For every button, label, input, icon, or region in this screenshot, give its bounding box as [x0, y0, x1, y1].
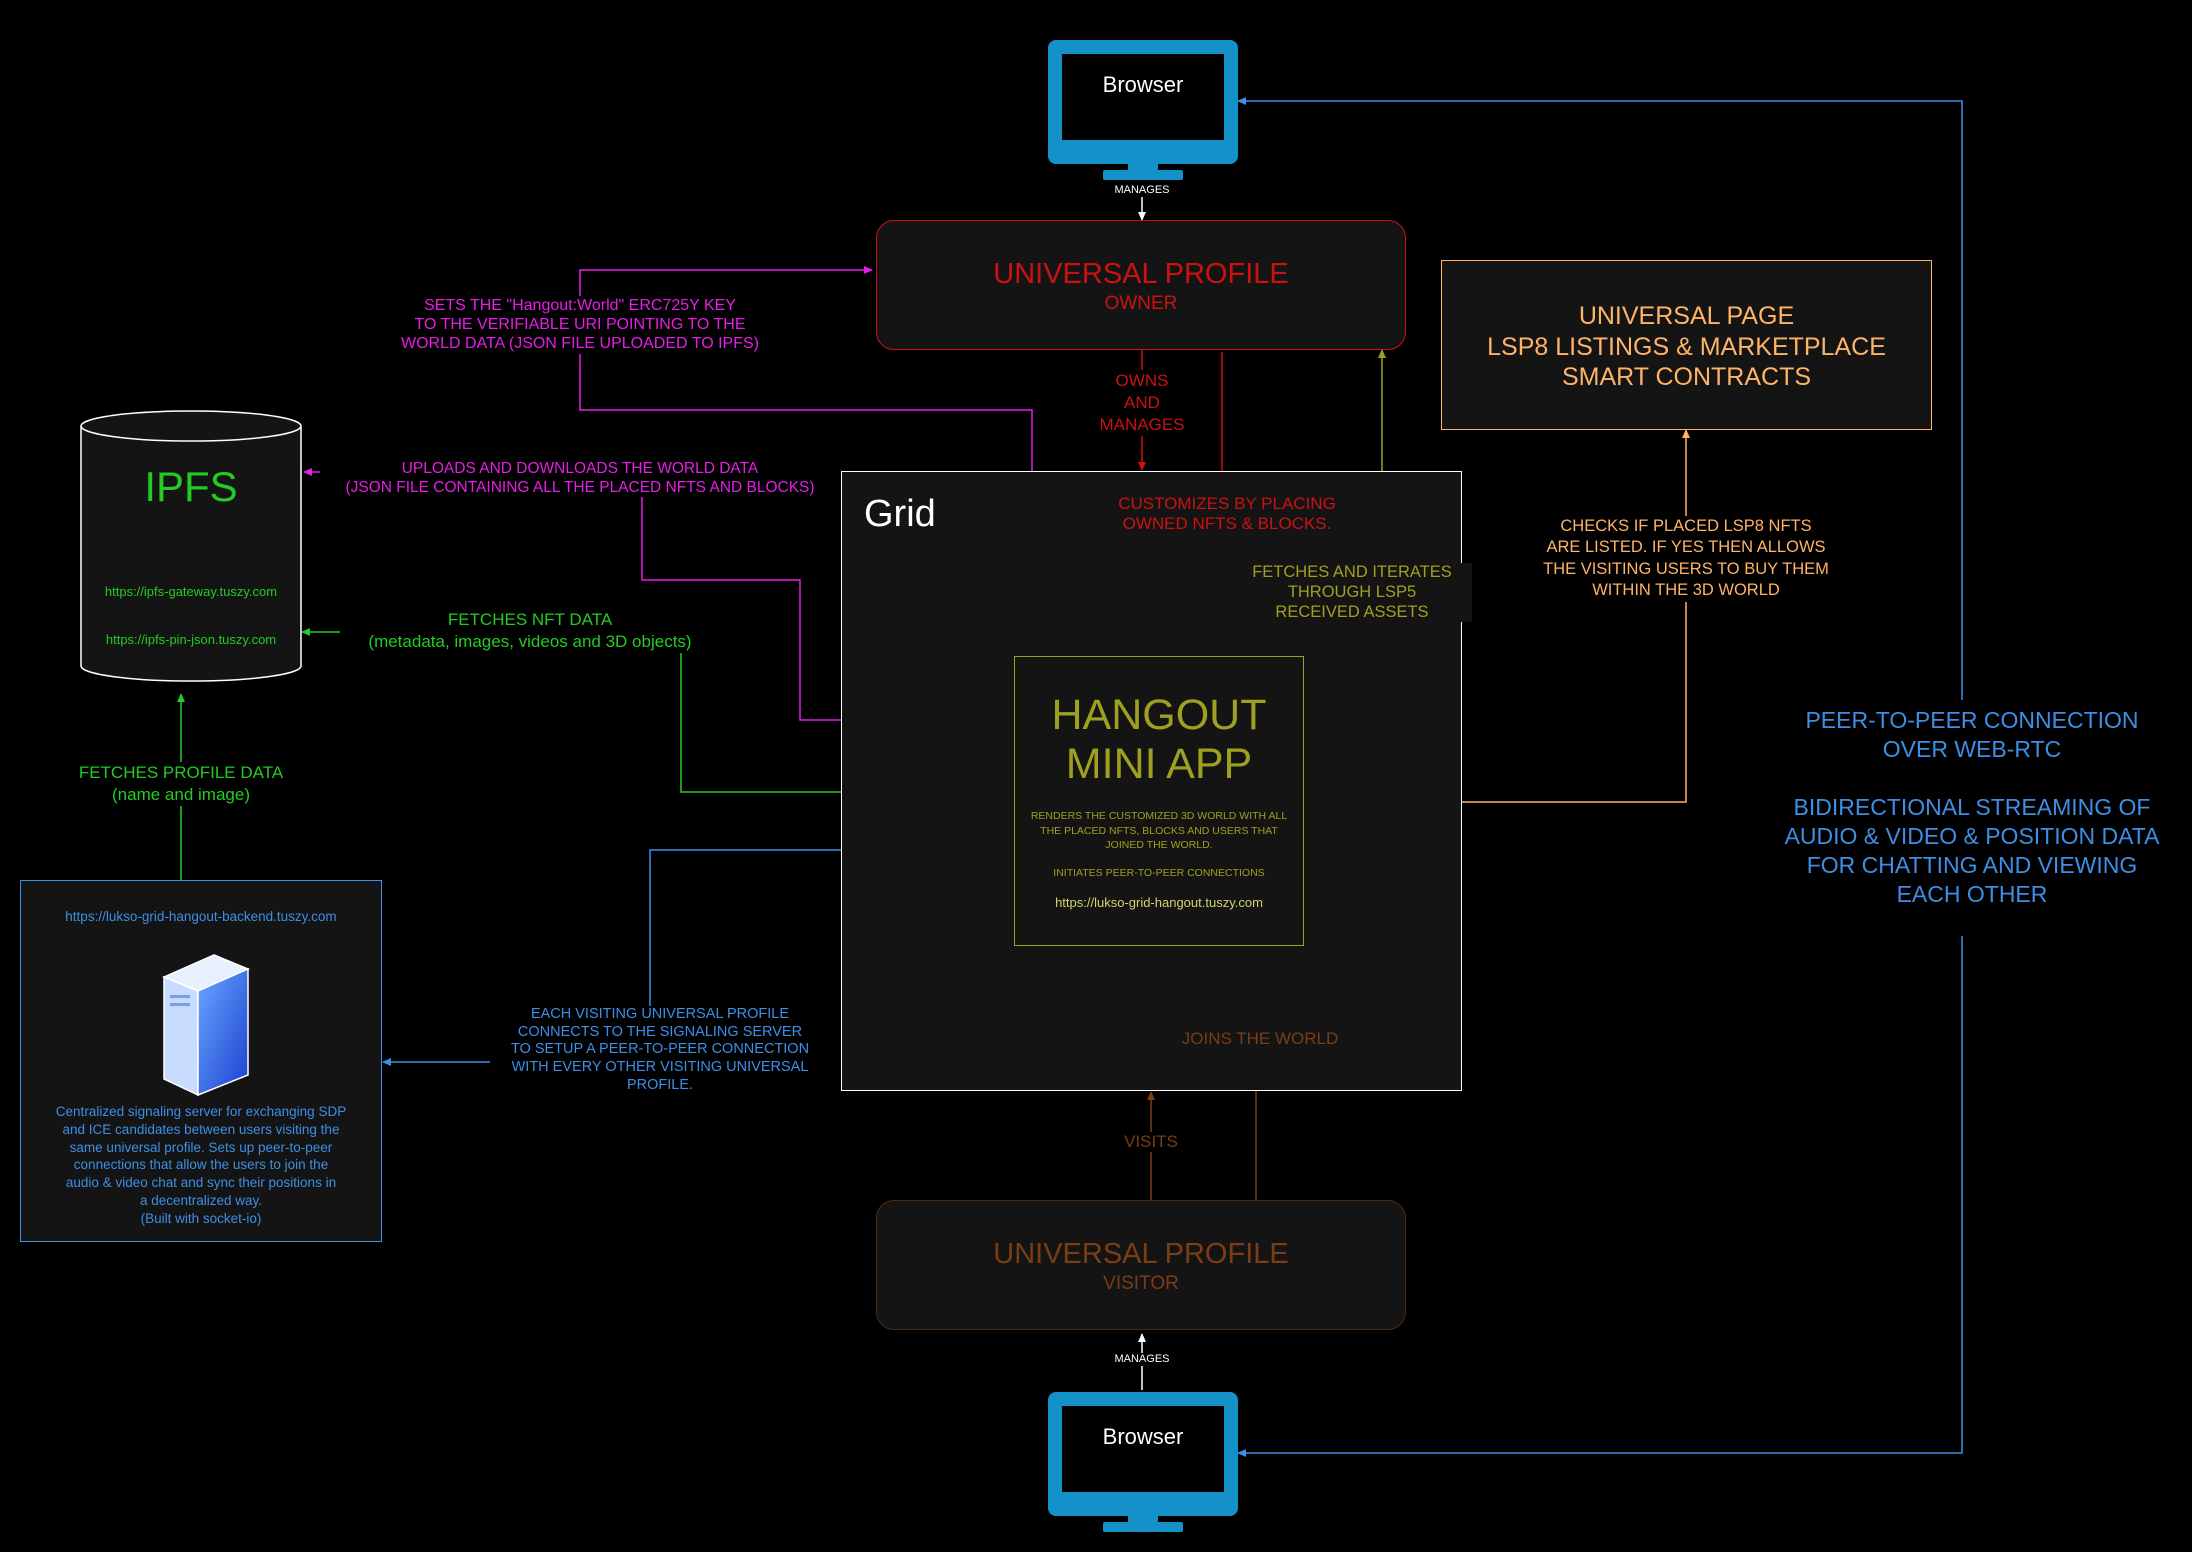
- label-p2p: PEER-TO-PEER CONNECTION OVER WEB-RTC BID…: [1752, 706, 2192, 909]
- universal-page-box: UNIVERSAL PAGE LSP8 LISTINGS & MARKETPLA…: [1441, 260, 1932, 430]
- browser-top-manages: MANAGES: [1082, 184, 1202, 198]
- ipfs-pin-url: https://ipfs-pin-json.tuszy.com: [105, 632, 277, 647]
- label-owns-manages: OWNS AND MANAGES: [1082, 370, 1202, 437]
- ipfs-gateway-url: https://ipfs-gateway.tuszy.com: [104, 584, 278, 599]
- hangout-url[interactable]: https://lukso-grid-hangout.tuszy.com: [1055, 895, 1263, 910]
- label-customizes: CUSTOMIZES BY PLACING OWNED NFTS & BLOCK…: [1082, 494, 1372, 535]
- browser-top: Browser: [1048, 40, 1238, 180]
- label-joins-world: JOINS THE WORLD: [1170, 1029, 1350, 1050]
- owner-profile-subtitle: OWNER: [1104, 293, 1178, 314]
- hangout-initiates: INITIATES PEER-TO-PEER CONNECTIONS: [1053, 867, 1265, 879]
- hangout-description: RENDERS THE CUSTOMIZED 3D WORLD WITH ALL…: [1030, 810, 1288, 852]
- hangout-title: HANGOUT MINI APP: [1051, 691, 1267, 789]
- label-sets-key: SETS THE "Hangout:World" ERC725Y KEY TO …: [360, 296, 800, 354]
- browser-bottom-manages: MANAGES: [1082, 1353, 1202, 1367]
- server-icon: [162, 954, 250, 1097]
- label-visits: VISITS: [1106, 1132, 1196, 1153]
- monitor-icon: [1048, 40, 1238, 180]
- backend-description: Centralized signaling server for exchang…: [55, 1104, 347, 1226]
- backend-box: https://lukso-grid-hangout-backend.tuszy…: [20, 880, 382, 1242]
- backend-url[interactable]: https://lukso-grid-hangout-backend.tuszy…: [65, 909, 337, 924]
- browser-bottom-label: Browser: [1102, 1424, 1184, 1449]
- label-uploads-downloads: UPLOADS AND DOWNLOADS THE WORLD DATA (JS…: [320, 460, 840, 498]
- monitor-icon: [1048, 1392, 1238, 1532]
- visitor-profile-title: UNIVERSAL PROFILE: [993, 1238, 1289, 1270]
- label-signaling: EACH VISITING UNIVERSAL PROFILE CONNECTS…: [490, 1006, 830, 1095]
- visitor-profile-box: UNIVERSAL PROFILE VISITOR: [876, 1200, 1406, 1330]
- label-checks-lsp8: CHECKS IF PLACED LSP8 NFTS ARE LISTED. I…: [1516, 516, 1856, 602]
- hangout-box: HANGOUT MINI APP RENDERS THE CUSTOMIZED …: [1014, 656, 1304, 946]
- label-fetches-profile: FETCHES PROFILE DATA (name and image): [51, 762, 311, 807]
- edge-p2p-bottom: [1237, 936, 1963, 1457]
- ipfs-title: IPFS: [144, 463, 238, 510]
- database-icon: [80, 410, 302, 682]
- browser-top-label: Browser: [1102, 72, 1184, 97]
- browser-bottom: Browser: [1048, 1392, 1238, 1532]
- owner-profile-title: UNIVERSAL PROFILE: [993, 258, 1289, 290]
- ipfs-cylinder: IPFS https://ipfs-gateway.tuszy.com http…: [80, 410, 302, 682]
- visitor-profile-subtitle: VISITOR: [1103, 1273, 1179, 1294]
- label-fetches-nft: FETCHES NFT DATA (metadata, images, vide…: [340, 609, 720, 654]
- label-fetches-lsp5: FETCHES AND ITERATES THROUGH LSP5 RECEIV…: [1232, 563, 1472, 623]
- universal-page-text: UNIVERSAL PAGE LSP8 LISTINGS & MARKETPLA…: [1487, 302, 1886, 391]
- edge-p2p-top: [1237, 97, 1963, 700]
- grid-title: Grid: [864, 493, 936, 535]
- owner-profile-box: UNIVERSAL PROFILE OWNER: [876, 220, 1406, 350]
